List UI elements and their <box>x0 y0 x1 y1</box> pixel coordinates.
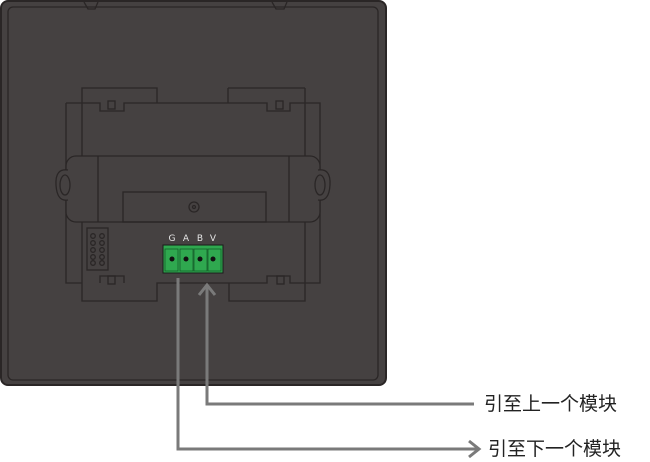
mount-ear-right <box>317 169 331 201</box>
clip-top-left <box>107 100 116 110</box>
terminal-label-v: V <box>210 234 217 244</box>
wire-to-next-module <box>176 278 478 451</box>
mount-ear-left <box>55 169 69 201</box>
clip-bottom-right <box>276 275 285 285</box>
pin-header <box>86 227 109 271</box>
terminal-block[interactable] <box>162 244 224 274</box>
clip-top-right <box>275 100 284 110</box>
label-slot <box>122 191 267 223</box>
terminal-screw-v <box>210 256 216 262</box>
top-notch-right <box>271 1 288 10</box>
screw-icon <box>188 201 200 213</box>
terminal-screw-b <box>197 256 203 262</box>
terminal-screw-g <box>169 256 175 262</box>
terminal-label-g: G <box>169 234 176 244</box>
pin-header-pins <box>90 233 105 266</box>
mount-hole-left <box>59 174 71 196</box>
label-to-previous-module: 引至上一个模块 <box>484 393 618 415</box>
terminal-label-b: B <box>197 234 203 244</box>
clip-bottom-left <box>107 275 116 285</box>
label-to-next-module: 引至下一个模块 <box>488 438 622 460</box>
wire-from-previous-module <box>205 285 474 406</box>
terminal-label-a: A <box>183 234 190 244</box>
arrow-right-icon <box>468 439 482 459</box>
mount-hole-right <box>314 174 326 196</box>
terminal-screw-a <box>183 256 189 262</box>
top-notch-left <box>83 1 99 10</box>
panel-inner-edge <box>7 6 379 381</box>
arrow-up-icon <box>197 282 217 296</box>
